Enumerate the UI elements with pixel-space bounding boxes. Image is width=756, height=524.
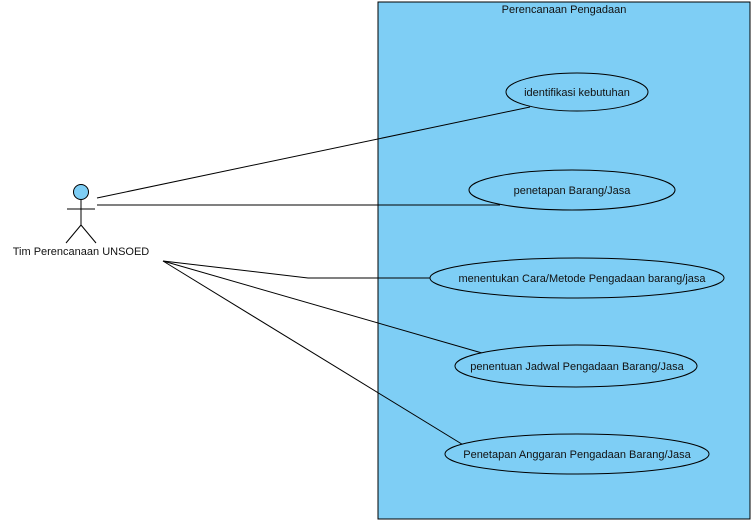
- association-line-penetapan-anggaran[interactable]: [162, 260, 466, 447]
- use-case-ellipse[interactable]: [505, 72, 649, 112]
- association-line-penentuan-jadwal[interactable]: [162, 260, 483, 354]
- use-case-label: menentukan Cara/Metode Pengadaan barang/…: [458, 273, 706, 285]
- actor-head: [73, 184, 89, 200]
- use-case-penentuan-jadwal[interactable]: penentuan Jadwal Pengadaan Barang/Jasa: [454, 344, 698, 388]
- system-title: Perencanaan Pengadaan: [502, 4, 627, 16]
- use-case-label: penetapan Barang/Jasa: [514, 185, 632, 197]
- use-case-label: penentuan Jadwal Pengadaan Barang/Jasa: [470, 361, 684, 373]
- actor-label: Tim Perencanaan UNSOED: [13, 246, 150, 258]
- actor-left-leg: [65, 224, 82, 244]
- use-case-penetapan-anggaran[interactable]: Penetapan Anggaran Pengadaan Barang/Jasa: [444, 433, 710, 475]
- use-case-penetapan-barang-jasa[interactable]: penetapan Barang/Jasa: [468, 169, 676, 211]
- use-case-identifikasi-kebutuhan[interactable]: identifikasi kebutuhan: [505, 72, 649, 112]
- use-case-label: identifikasi kebutuhan: [524, 87, 630, 99]
- actor-stick-figure[interactable]: [65, 184, 97, 244]
- associations: [96, 106, 531, 447]
- use-case-ellipse[interactable]: [454, 344, 698, 388]
- association-line-menentukan-cara[interactable]: [162, 260, 432, 279]
- use-case-ellipse[interactable]: [468, 169, 676, 211]
- use-case-label: Penetapan Anggaran Pengadaan Barang/Jasa: [463, 449, 691, 461]
- use-case-menentukan-cara-metode[interactable]: menentukan Cara/Metode Pengadaan barang/…: [429, 257, 725, 299]
- association-line-identifikasi[interactable]: [96, 106, 531, 199]
- use-case-ellipse[interactable]: [444, 433, 710, 475]
- actor-right-leg: [80, 224, 97, 244]
- use-case-ellipse[interactable]: [429, 257, 725, 299]
